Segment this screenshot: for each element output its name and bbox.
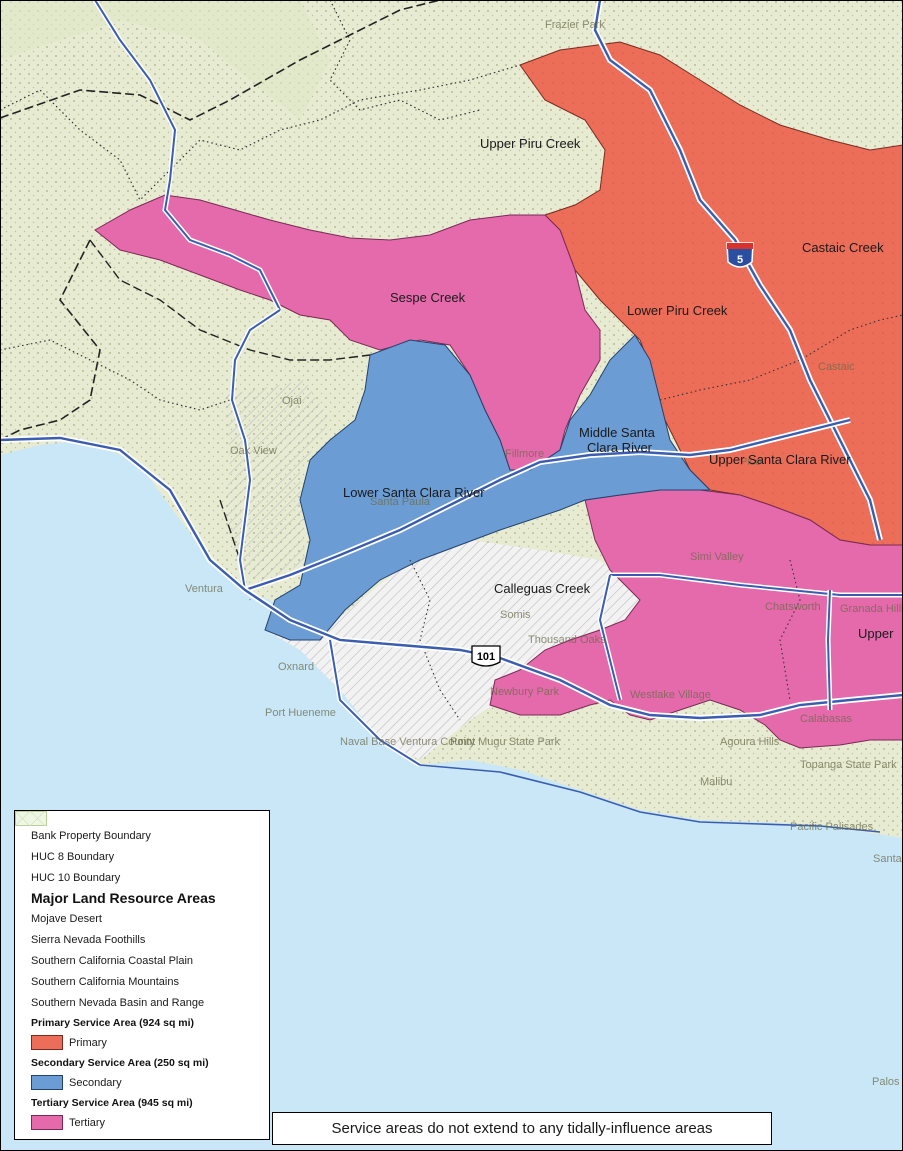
place-oxnard: Oxnard: [278, 661, 314, 673]
place-pico: Pico: [740, 456, 761, 468]
place-somis: Somis: [500, 609, 531, 621]
place-thousand-oaks: Thousand Oaks: [528, 634, 606, 646]
place-santa-paula: Santa Paula: [370, 496, 431, 508]
place-newbury-park: Newbury Park: [490, 686, 560, 698]
huc10-boundary-east: [779, 559, 801, 701]
huc10-boundary-piru: [329, 0, 481, 121]
highway-118: [610, 574, 903, 596]
primary-swatch: [31, 1035, 63, 1050]
legend-item-secondary: Secondary: [31, 1072, 269, 1093]
legend-item-bank-property: Bank Property Boundary: [15, 811, 269, 846]
legend-tertiary-title: Tertiary Service Area (945 sq mi): [31, 1097, 193, 1109]
label-lower-santa-clara-river: Lower Santa Clara River: [343, 485, 485, 500]
svg-text:101: 101: [477, 651, 495, 663]
place-simi-valley: Simi Valley: [690, 551, 744, 563]
tertiary-calleguas-upper: [489, 489, 903, 749]
svg-text:5: 5: [737, 254, 743, 266]
highway-405: [826, 589, 831, 711]
terrain-shade: [0, 0, 330, 120]
place-pacific-palisades: Pacific Palisades: [790, 821, 874, 833]
place-ventura: Ventura: [185, 583, 224, 595]
place-calabasas: Calabasas: [800, 713, 852, 725]
place-ojai: Ojai: [282, 395, 302, 407]
highway-101: [0, 436, 903, 720]
legend-label: Mojave Desert: [31, 912, 102, 925]
place-castaic: Castaic: [818, 361, 855, 373]
label-castaic-creek: Castaic Creek: [802, 240, 884, 255]
legend-label: HUC 8 Boundary: [31, 850, 115, 863]
legend-label: Secondary: [69, 1076, 122, 1089]
tertiary-sespe-creek: [94, 194, 601, 471]
place-topanga: Topanga State Park: [800, 759, 897, 771]
legend-label: Southern California Mountains: [31, 975, 179, 988]
map-legend: Bank Property Boundary HUC 8 Boundary HU…: [14, 810, 270, 1140]
legend-item-huc8: HUC 8 Boundary: [16, 813, 269, 867]
highway-33: [94, 0, 281, 311]
place-malibu: Malibu: [700, 776, 732, 788]
place-chatsworth: Chatsworth: [765, 601, 821, 613]
legend-secondary-title: Secondary Service Area (250 sq mi): [31, 1057, 209, 1069]
legend-label: Southern California Coastal Plain: [31, 954, 194, 967]
legend-label: Bank Property Boundary: [31, 829, 151, 842]
place-port-hueneme: Port Hueneme: [265, 707, 336, 719]
label-upper-santa-clara-river: Upper Santa Clara River: [709, 452, 851, 467]
legend-label: Tertiary: [69, 1116, 106, 1129]
highway-33-south: [230, 309, 281, 591]
huc8-boundary-coastal: [219, 499, 251, 601]
place-palos: Palos: [872, 1076, 900, 1088]
place-fillmore: Fillmore: [505, 448, 544, 460]
label-sespe-creek: Sespe Creek: [390, 290, 466, 305]
label-lower-piru-creek: Lower Piru Creek: [627, 303, 728, 318]
legend-primary-title: Primary Service Area (924 sq mi): [31, 1017, 195, 1029]
legend-item-mountains: Southern California Mountains: [15, 811, 269, 992]
highway-1: [329, 639, 421, 766]
label-calleguas-creek: Calleguas Creek: [494, 581, 591, 596]
label-middle-santa-clara-river: Middle Santa Clara River: [579, 425, 659, 455]
huc8-boundary-west: [0, 239, 101, 441]
highway-126: [244, 418, 851, 592]
huc10-boundary-castaic: [659, 314, 903, 401]
legend-item-primary: Primary: [31, 1032, 269, 1053]
legend-item-huc10: HUC 10 Boundary: [15, 811, 269, 888]
legend-label: Sierra Nevada Foothills: [31, 933, 146, 946]
primary-texture: [520, 42, 903, 545]
huc8-boundary-central: [89, 239, 371, 361]
legend-label: HUC 10 Boundary: [31, 871, 121, 884]
legend-mlra-title: Major Land Resource Areas: [31, 890, 216, 906]
us-101-shield: 101: [471, 645, 501, 667]
place-santa-monica: Santa Monica: [873, 853, 903, 865]
tertiary-swatch: [31, 1115, 63, 1130]
huc10-boundary-calleguas: [409, 559, 461, 721]
legend-item-coastal-plain: Southern California Coastal Plain: [15, 811, 269, 971]
place-naval-base: Naval Base Ventura County: [340, 736, 476, 748]
legend-item-sierra-nevada: Sierra Nevada Foothills: [15, 811, 269, 950]
secondary-swatch: [31, 1075, 63, 1090]
place-point-mugu: Point Mugu State Park: [450, 736, 561, 748]
legend-item-nevada-basin: Southern Nevada Basin and Range: [15, 811, 269, 1013]
label-upper-partial: Upper: [858, 626, 894, 641]
legend-item-mojave: Mojave Desert: [15, 811, 269, 929]
huc10-boundary-ojai: [0, 339, 231, 411]
place-frazier-park: Frazier Park: [545, 19, 605, 31]
service-area-note: Service areas do not extend to any tidal…: [272, 1112, 772, 1145]
place-westlake-village: Westlake Village: [630, 689, 711, 701]
huc8-boundary-north: [0, 0, 441, 121]
legend-label: Primary: [69, 1036, 107, 1049]
legend-label: Southern Nevada Basin and Range: [31, 996, 205, 1009]
place-oak-view: Oak View: [230, 445, 277, 457]
coastal-plain-ojai: [225, 380, 330, 585]
highway-23: [598, 574, 621, 701]
label-upper-piru-creek: Upper Piru Creek: [480, 136, 581, 151]
place-agoura-hills: Agoura Hills: [720, 736, 780, 748]
nevada-basin-swatch: [15, 811, 47, 826]
interstate-5-shield: 5: [726, 242, 754, 268]
place-granada-hills: Granada Hills: [840, 603, 903, 615]
pacific-coast-highway: [419, 764, 881, 833]
legend-item-tertiary: Tertiary: [31, 1112, 269, 1133]
